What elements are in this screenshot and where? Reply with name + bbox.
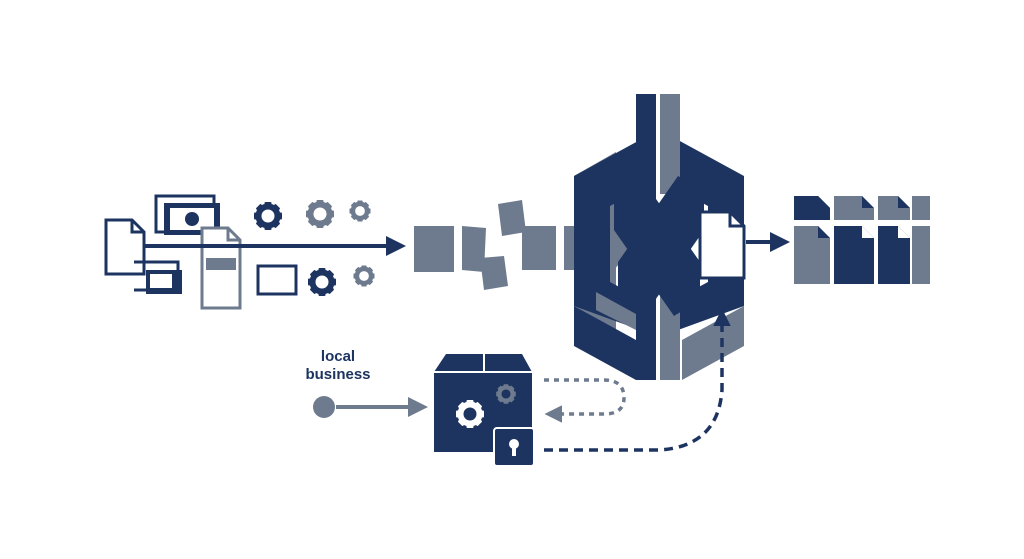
gear-icon xyxy=(308,268,336,296)
document-icon xyxy=(104,218,146,276)
lock-icon xyxy=(493,405,535,467)
banknote-icon xyxy=(154,194,220,235)
flow-arrow-secure-upload xyxy=(544,308,731,452)
card-icon xyxy=(256,264,298,296)
hub-icon xyxy=(574,94,744,380)
gear-icon xyxy=(354,266,375,287)
local-business-label: local business xyxy=(305,348,371,383)
document-icon xyxy=(200,226,242,310)
gear-icon xyxy=(306,200,334,228)
data-grid-icon xyxy=(794,196,930,284)
banknote-icon xyxy=(134,260,182,294)
document-icon xyxy=(698,210,746,280)
source-documents-cluster xyxy=(104,194,298,310)
gear-icon xyxy=(254,202,282,230)
gear-icon xyxy=(350,201,371,222)
source-node-dot xyxy=(313,396,335,418)
flow-arrow-feedback-loop xyxy=(544,378,626,423)
